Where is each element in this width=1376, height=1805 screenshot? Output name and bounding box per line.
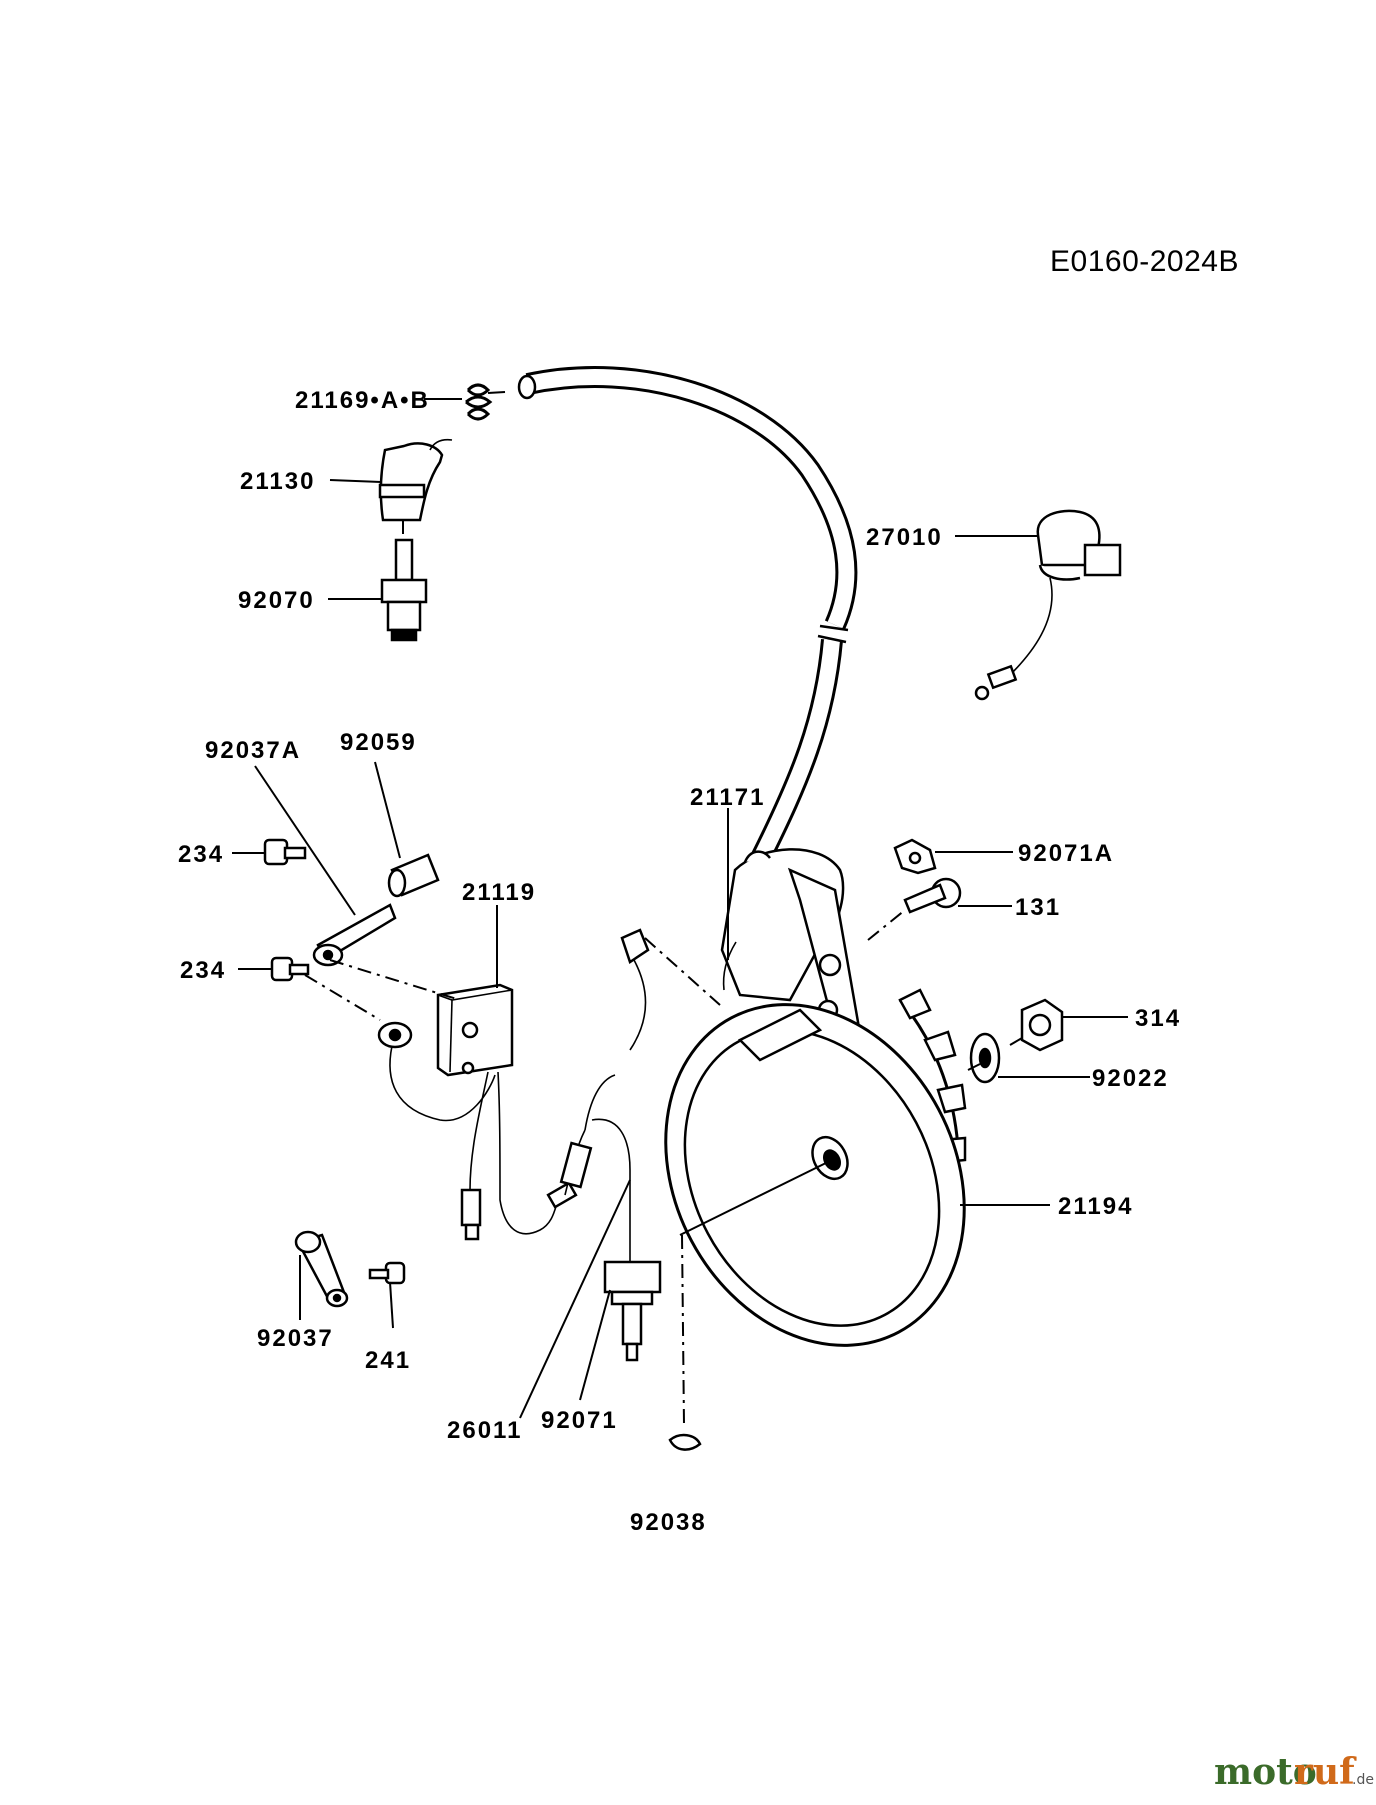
label-21171: 21171 xyxy=(690,784,765,811)
label-92070: 92070 xyxy=(238,587,315,614)
leader-92071 xyxy=(579,1289,611,1401)
label-92037: 92037 xyxy=(257,1325,334,1352)
washer-92022-part xyxy=(967,1032,1023,1084)
label-241: 241 xyxy=(365,1347,411,1374)
leader-241 xyxy=(389,1281,394,1329)
stop-wire-part xyxy=(559,928,650,1268)
collar-92059-part xyxy=(387,853,440,898)
svg-text:.de: .de xyxy=(1352,1772,1374,1788)
label-21194: 21194 xyxy=(1058,1193,1133,1220)
label-27010: 27010 xyxy=(866,524,943,551)
ignition-module-part xyxy=(436,983,514,1077)
label-92071A: 92071A xyxy=(1018,840,1114,867)
diagram-code: E0160-2024B xyxy=(1050,245,1239,278)
label-92038: 92038 xyxy=(630,1509,707,1536)
bracket-92037A-part xyxy=(312,903,397,967)
label-92071: 92071 xyxy=(541,1407,618,1434)
label-314: 314 xyxy=(1135,1005,1181,1032)
label-234-upper: 234 xyxy=(178,841,224,868)
plug-cap-part xyxy=(378,438,453,522)
spark-plug-part xyxy=(380,520,428,642)
label-131: 131 xyxy=(1015,894,1061,921)
key-92038-part xyxy=(668,1433,702,1451)
leader-92059 xyxy=(374,761,401,859)
clamp-92071-part xyxy=(603,1260,662,1362)
svg-text:moto: moto xyxy=(1214,1751,1317,1793)
leader-26011 xyxy=(519,1179,631,1419)
label-92022: 92022 xyxy=(1092,1065,1169,1092)
label-92059: 92059 xyxy=(340,729,417,756)
ignition-coil-part xyxy=(720,848,864,1052)
stop-switch-part xyxy=(974,509,1122,701)
svg-text:ruf: ruf xyxy=(1294,1751,1357,1793)
watermark-logo: moto ruf .de xyxy=(1214,1751,1374,1793)
bolt-234-lower-part xyxy=(270,956,310,982)
label-21130: 21130 xyxy=(240,468,315,495)
high-tension-lead xyxy=(517,366,858,865)
label-21119: 21119 xyxy=(462,879,536,906)
bolt-131-part xyxy=(867,877,962,941)
screw-241-part xyxy=(368,1261,406,1285)
bolt-234-upper-part xyxy=(263,838,307,866)
label-21169: 21169•A•B xyxy=(295,387,430,414)
label-26011: 26011 xyxy=(447,1417,522,1444)
label-92037A: 92037A xyxy=(205,737,301,764)
leader-21130 xyxy=(329,479,382,483)
bracket-92037-part xyxy=(294,1230,349,1308)
flywheel-part xyxy=(664,988,967,1347)
leader-92037A xyxy=(254,765,356,916)
label-234-lower: 234 xyxy=(180,957,226,984)
spring-part xyxy=(465,383,506,421)
nut-314-part xyxy=(1020,998,1064,1052)
module-wiring xyxy=(377,1021,578,1241)
clip-92071A-part xyxy=(893,838,937,875)
